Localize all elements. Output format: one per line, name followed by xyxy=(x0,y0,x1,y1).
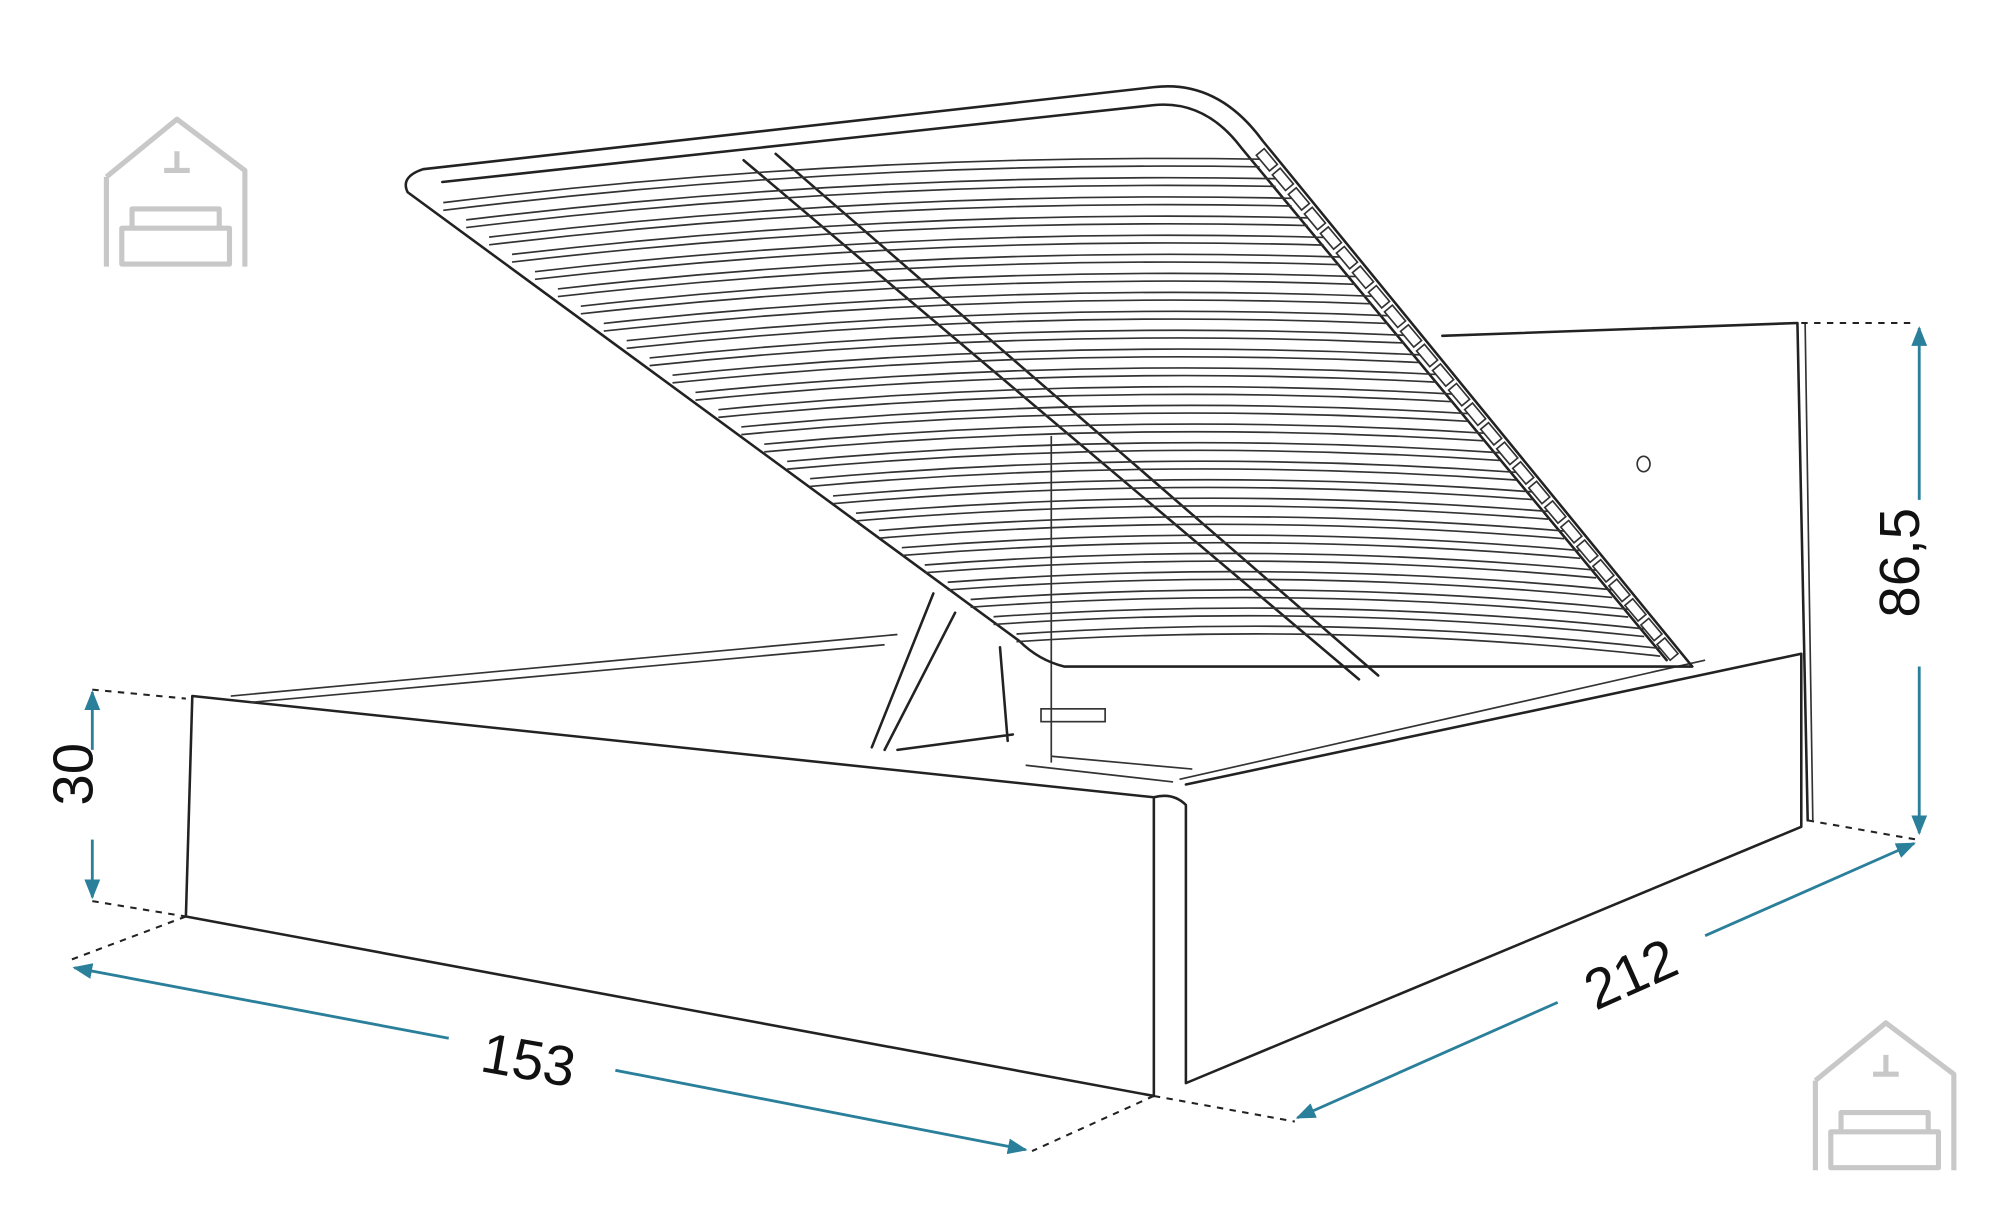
slat-holder xyxy=(1351,264,1375,290)
slat xyxy=(924,560,1597,579)
slat-holder xyxy=(1287,186,1311,212)
slat-holder xyxy=(1447,382,1471,407)
base-side-panel xyxy=(1152,652,1803,1085)
base-height-label: 30 xyxy=(41,743,104,806)
dimension-base-height: 30 xyxy=(41,690,104,900)
slat-holder xyxy=(1463,401,1487,427)
slat-holder xyxy=(1303,206,1327,231)
slat xyxy=(901,534,1581,552)
slat xyxy=(649,329,1404,359)
slat xyxy=(534,234,1324,273)
slat xyxy=(787,441,1501,463)
slat-holder xyxy=(1655,636,1680,662)
slat xyxy=(489,203,1292,246)
gas-struts xyxy=(870,592,1015,752)
base-front-panel xyxy=(184,694,1156,1098)
slat xyxy=(1016,633,1661,657)
slat-holder xyxy=(1383,304,1407,329)
slat xyxy=(810,468,1517,488)
extension-lines xyxy=(66,321,1917,1152)
slat-holder xyxy=(1511,460,1535,486)
bed-base xyxy=(184,435,1803,1098)
slat xyxy=(557,261,1340,298)
slat xyxy=(947,570,1613,591)
slat xyxy=(718,393,1452,419)
slat-holder xyxy=(1479,421,1503,447)
slat-holder xyxy=(1431,362,1455,388)
slat-holder xyxy=(1399,323,1423,349)
slat xyxy=(672,355,1420,384)
slat xyxy=(947,578,1613,599)
slat xyxy=(993,607,1645,630)
slat xyxy=(489,196,1292,238)
slat xyxy=(580,272,1356,307)
length-label: 212 xyxy=(1575,926,1687,1022)
slat xyxy=(603,299,1372,332)
slat-holder xyxy=(1495,441,1519,466)
slat-holder xyxy=(1591,558,1616,584)
dimension-width: 153 xyxy=(72,963,1028,1155)
slat xyxy=(970,596,1629,618)
slat-holder xyxy=(1335,245,1359,270)
slat xyxy=(443,165,1260,212)
slat xyxy=(832,486,1533,505)
slat xyxy=(855,497,1549,515)
brand-logo-bottom-right xyxy=(1812,1020,1957,1171)
slat-holder xyxy=(1607,578,1632,603)
slat xyxy=(764,423,1485,446)
slat xyxy=(695,374,1436,401)
slat xyxy=(764,430,1485,453)
slat-holder xyxy=(1319,225,1343,251)
slat-holder xyxy=(1559,519,1584,544)
slat-holder xyxy=(1271,167,1295,192)
slat xyxy=(534,242,1324,281)
slat xyxy=(970,589,1629,611)
slat xyxy=(626,310,1388,342)
slat xyxy=(810,460,1517,480)
slat xyxy=(511,215,1308,256)
slat xyxy=(832,478,1533,497)
slat xyxy=(511,222,1308,263)
slat-holder xyxy=(1255,147,1279,173)
slat xyxy=(580,280,1356,315)
slat xyxy=(557,253,1340,290)
slat xyxy=(1016,625,1661,650)
slat xyxy=(855,505,1549,522)
slat-holder xyxy=(1639,617,1664,642)
dimension-headboard-height: 86,5 xyxy=(1868,326,1931,836)
slat xyxy=(787,449,1501,470)
width-label: 153 xyxy=(477,1021,581,1099)
slat xyxy=(695,367,1436,394)
slat-holder xyxy=(1543,499,1567,525)
slat xyxy=(924,552,1597,571)
headboard-height-label: 86,5 xyxy=(1868,508,1931,618)
slat xyxy=(649,337,1404,367)
headboard xyxy=(1441,321,1814,822)
slat xyxy=(901,541,1581,560)
slat xyxy=(466,176,1276,221)
slat xyxy=(443,157,1260,204)
slat xyxy=(626,318,1388,350)
headboard-button xyxy=(1636,455,1651,473)
slat xyxy=(993,614,1645,638)
slat xyxy=(603,291,1372,325)
hinge-bracket xyxy=(1040,708,1106,723)
slat-holder xyxy=(1367,284,1391,310)
slat xyxy=(741,404,1468,428)
slats xyxy=(443,147,1680,662)
slat xyxy=(718,385,1452,411)
slat xyxy=(878,523,1565,540)
slat-holder xyxy=(1527,480,1551,505)
slat-holder xyxy=(1575,538,1600,564)
slat xyxy=(466,184,1276,229)
slat xyxy=(672,348,1420,377)
slat-holder xyxy=(1415,343,1439,368)
brand-logo-top-left xyxy=(103,116,248,267)
slat xyxy=(878,515,1565,532)
slat-holder xyxy=(1623,597,1648,623)
slat xyxy=(741,412,1468,436)
slatted-lid xyxy=(404,85,1694,681)
